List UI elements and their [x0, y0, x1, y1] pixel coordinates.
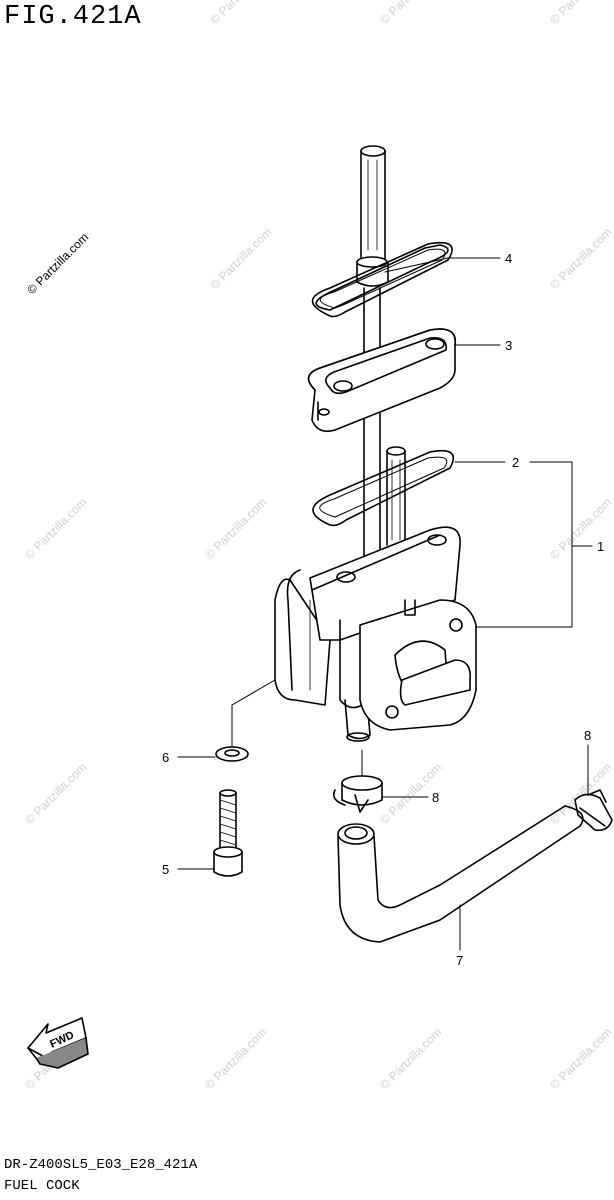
watermark-text: © Partzilla.com	[547, 1025, 614, 1092]
fuel-cock-body	[274, 526, 477, 742]
watermark-text: © Partzilla.com	[377, 1025, 444, 1092]
gasket-3	[307, 328, 457, 433]
watermark-text: © Partzilla.com	[377, 0, 444, 27]
fwd-arrow-icon	[27, 1017, 89, 1069]
leader-lines	[177, 257, 593, 951]
fuel-filter-pipe	[356, 145, 389, 576]
figure-title: FIG.421A	[4, 2, 142, 32]
watermark-layer: © Partzilla.com © Partzilla.com © Partzi…	[22, 0, 614, 1092]
hose-7	[337, 805, 584, 943]
watermark-text: © Partzilla.com	[22, 495, 89, 562]
watermark-text: © Partzilla.com	[207, 225, 274, 292]
small-filter-pipe	[386, 446, 406, 546]
clamp-8-left	[332, 775, 383, 813]
callout-labels: 1 2 3 4 5 6 7 8 8	[162, 251, 604, 968]
callout-5: 5	[162, 862, 169, 877]
watermark-text: © Partzilla.com	[202, 495, 269, 562]
watermark-text: © Partzilla.com	[22, 760, 89, 827]
watermark-text: © Partzilla.com	[202, 1025, 269, 1092]
o-ring-2	[312, 449, 455, 527]
section-name: FUEL COCK	[4, 1178, 80, 1194]
callout-1: 1	[597, 539, 604, 554]
watermark-main: © Partzilla.com	[24, 230, 91, 297]
callout-2: 2	[512, 455, 519, 470]
watermark-text: © Partzilla.com	[547, 225, 614, 292]
callout-8-right: 8	[584, 728, 591, 743]
callout-3: 3	[505, 338, 512, 353]
watermark-text: © Partzilla.com	[207, 0, 274, 27]
watermark-text: © Partzilla.com	[547, 0, 614, 27]
bolt-5	[213, 789, 243, 877]
clamp-8-right	[574, 789, 613, 832]
model-code: DR-Z400SL5_E03_E28_421A	[4, 1157, 198, 1173]
washer-6	[215, 746, 249, 762]
callout-8-left: 8	[432, 790, 439, 805]
callout-7: 7	[456, 953, 463, 968]
callout-6: 6	[162, 750, 169, 765]
callout-4: 4	[505, 251, 512, 266]
